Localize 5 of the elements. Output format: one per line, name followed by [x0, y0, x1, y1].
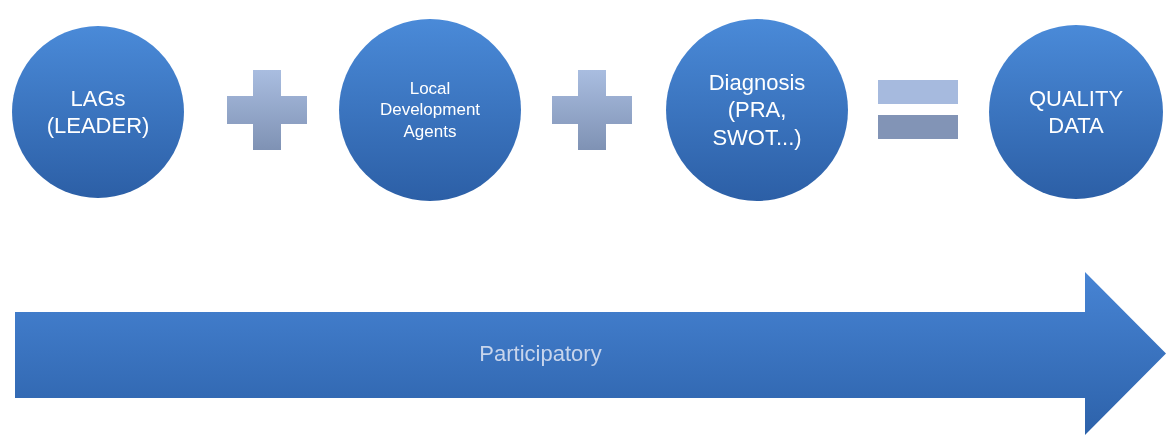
circle-label: QUALITY DATA [1027, 84, 1125, 140]
arrow-label: Participatory [479, 339, 602, 368]
circle-label: Diagnosis (PRA, SWOT...) [707, 68, 807, 152]
circle-label: LAGs (LEADER) [45, 84, 151, 140]
circle-label: Local Development Agents [378, 78, 482, 142]
